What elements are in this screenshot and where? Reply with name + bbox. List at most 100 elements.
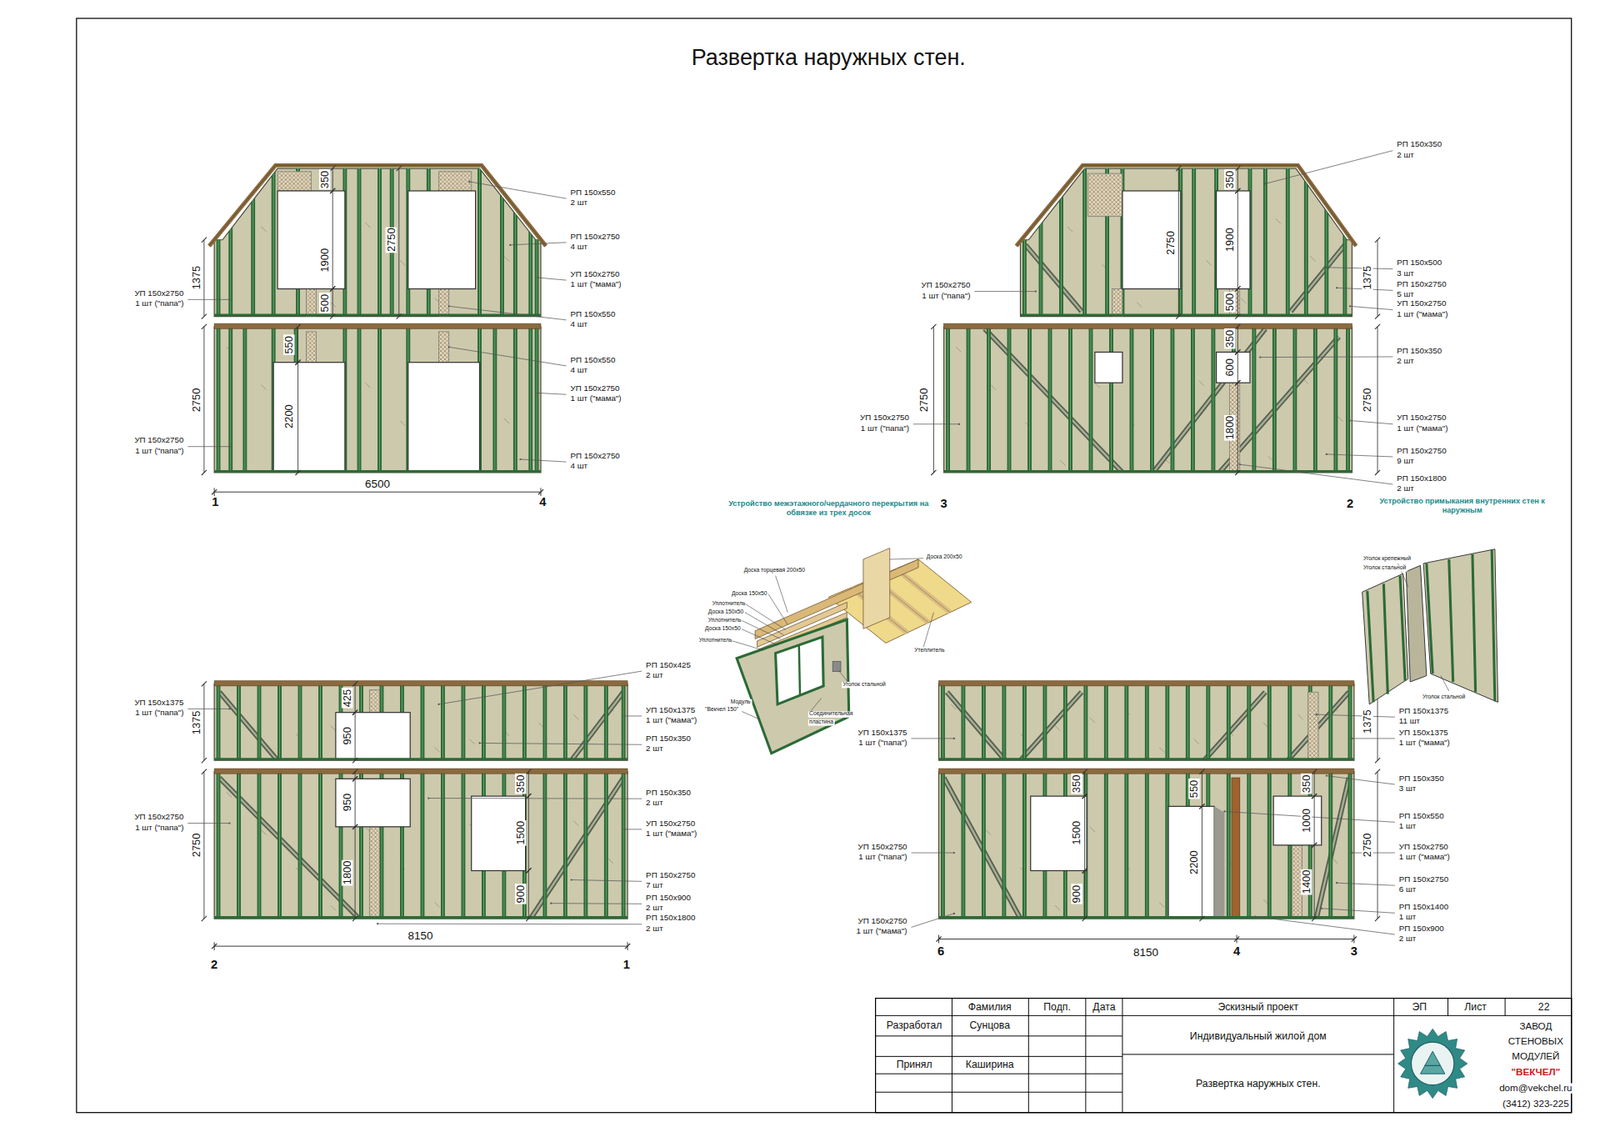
dimension-value: 900	[1070, 884, 1082, 905]
stamp-rule	[1122, 1015, 1572, 1016]
stud	[228, 326, 233, 473]
leader-line	[550, 902, 642, 905]
stud	[604, 683, 609, 760]
stud	[357, 326, 362, 473]
dimension-line	[1237, 326, 1239, 353]
wall-sheathing	[939, 683, 1355, 760]
stud-edge	[320, 771, 321, 919]
leader-dot	[1325, 453, 1328, 455]
stud-edge	[238, 771, 240, 919]
stud-edge	[479, 168, 480, 317]
stud-edge	[1146, 771, 1148, 919]
stud	[1082, 168, 1087, 317]
stud-edge	[259, 771, 260, 919]
part-callout: 1 шт ("мама")	[1398, 853, 1452, 862]
leader-line	[810, 698, 821, 711]
stud	[1342, 168, 1347, 317]
stud-edge	[244, 326, 245, 473]
part-callout: 1 шт ("мама")	[645, 716, 699, 725]
texture-mark	[435, 901, 440, 907]
detail-callout: Уплотнитель	[698, 637, 734, 644]
leader-line	[449, 305, 567, 320]
stud-edge	[1024, 168, 1025, 317]
top-plate	[944, 323, 1353, 329]
dimension-tick	[201, 915, 207, 921]
leader-dot	[958, 423, 960, 425]
leader-line	[1350, 420, 1393, 424]
texture-mark	[1095, 382, 1100, 388]
stamp-cell: Фамилия	[967, 1001, 1013, 1012]
dimension-value: 350	[515, 773, 526, 794]
dimension-tick	[352, 915, 358, 921]
stud-edge	[442, 771, 444, 919]
logo-text: (3412) 323-225	[1501, 1098, 1570, 1109]
stud-edge	[536, 326, 538, 473]
part-callout: РП 150x425	[645, 660, 692, 670]
dimension-tick	[1375, 324, 1380, 330]
leader-dot	[427, 796, 430, 799]
texture-mark	[1090, 717, 1095, 723]
wall-frame	[939, 771, 1355, 919]
roof-board	[209, 165, 546, 246]
dimension-tick	[330, 285, 335, 291]
stud-edge	[605, 683, 607, 760]
part-callout: 1 шт ("мама")	[1398, 739, 1452, 748]
detail-callout: Уголок стальной	[1421, 694, 1467, 700]
stud-edge	[1130, 326, 1132, 473]
opening	[1216, 351, 1250, 383]
part-callout: УП 150x2750	[1398, 842, 1450, 851]
stud	[1007, 326, 1012, 473]
leader-dot	[228, 445, 230, 448]
stud	[583, 771, 588, 919]
stud-edge	[942, 771, 944, 919]
leader-line	[1260, 355, 1393, 358]
stud	[216, 326, 221, 473]
leader-line	[439, 670, 643, 705]
wall-frame	[944, 326, 1353, 473]
part-callout: УП 150x2750	[920, 281, 971, 290]
stud	[460, 683, 465, 760]
stud-edge	[1248, 771, 1250, 919]
stud-edge	[1146, 683, 1148, 760]
leader-dot	[1325, 775, 1328, 777]
dimension-value: 425	[341, 688, 353, 709]
stud	[277, 771, 282, 919]
leader-line	[1326, 267, 1394, 270]
opening	[273, 362, 345, 473]
leader-dot	[1349, 305, 1351, 307]
part-callout: 1 шт	[1398, 913, 1418, 922]
brace-face	[1287, 691, 1349, 760]
texture-mark	[260, 385, 266, 390]
stud-edge	[1212, 326, 1214, 473]
stud	[542, 683, 547, 760]
opening	[1122, 190, 1181, 290]
leader-dot	[550, 902, 552, 905]
detail-callout: Соединительная	[808, 710, 855, 717]
texture-mark	[955, 346, 961, 352]
stud-edge	[1187, 683, 1189, 760]
dimension-line	[355, 778, 356, 827]
hatched-insert	[277, 171, 311, 191]
stud	[513, 168, 518, 317]
part-callout: 1 шт ("мама")	[569, 395, 623, 404]
stamp-cell: Эскизный проект	[1216, 1001, 1300, 1012]
stud-edge	[1090, 326, 1091, 473]
part-callout: УП 150x2750	[856, 842, 908, 851]
dimension-tick	[201, 314, 207, 320]
dimension-line	[1314, 771, 1315, 796]
stamp-cell: Разработал	[885, 1020, 944, 1030]
wall-module	[1423, 549, 1498, 703]
wall-frame	[939, 683, 1355, 760]
dimension-tick	[1311, 915, 1317, 921]
leader-dot	[1349, 419, 1351, 421]
dimension-line	[1377, 771, 1379, 919]
stud	[1042, 683, 1047, 760]
stud-edge	[1294, 326, 1295, 473]
dimension-value: 350	[1070, 773, 1082, 794]
detail-callout: Доска торцевая 200x50	[742, 567, 806, 574]
dimension-tick	[930, 324, 936, 330]
dimension-tick	[1175, 314, 1181, 320]
dimension-value: 2750	[1361, 386, 1373, 413]
dimension-line	[203, 326, 205, 473]
